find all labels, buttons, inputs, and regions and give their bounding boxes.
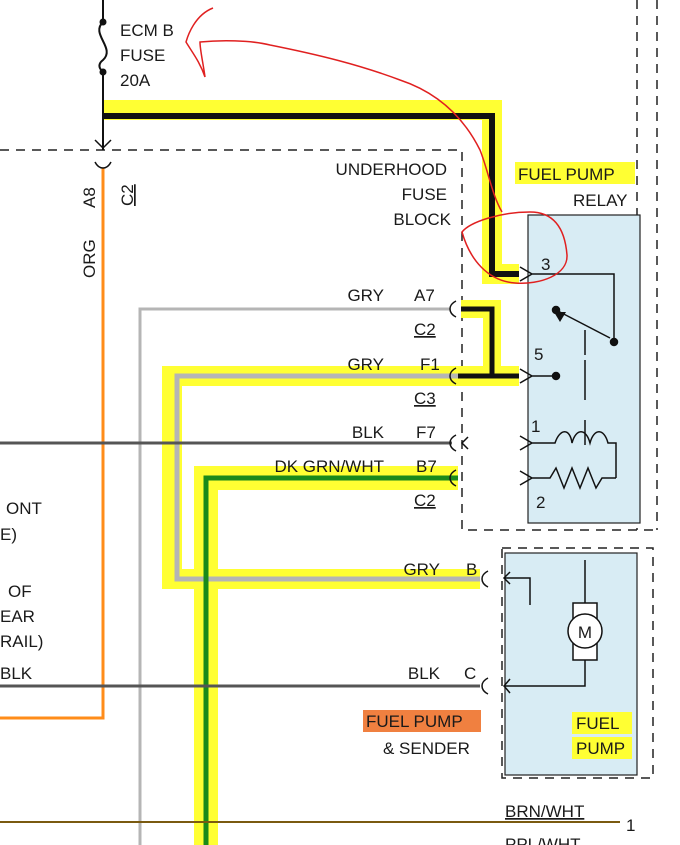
relay-pin-2: 2 xyxy=(536,493,545,512)
wire-f1-color: GRY xyxy=(347,355,384,374)
bottom-wire-brn-label: BRN/WHT xyxy=(505,802,584,821)
motor-symbol-label: M xyxy=(578,623,592,642)
wire-a7-conn: C2 xyxy=(414,320,436,339)
sender-label-line1: FUEL PUMP xyxy=(366,712,463,731)
motor-icon xyxy=(567,602,603,661)
relay-pin-5: 5 xyxy=(534,345,543,364)
orange-wire-label: ORG xyxy=(80,239,99,278)
relay-subtitle: RELAY xyxy=(573,191,628,210)
wire-a7-pin: A7 xyxy=(414,286,435,305)
pump-wire-b-color: GRY xyxy=(403,560,440,579)
relay-arrowhead xyxy=(554,312,566,322)
relay-title: FUEL PUMP xyxy=(518,165,615,184)
left-partial-3: OF xyxy=(8,582,32,601)
left-partial-4: EAR xyxy=(0,607,35,626)
underhood-label-line1: UNDERHOOD xyxy=(336,160,447,179)
wire-f7-pin: F7 xyxy=(416,423,436,442)
red-annotation-scribble xyxy=(185,7,568,284)
underhood-label-line3: BLOCK xyxy=(393,210,451,229)
left-partial-1: ONT xyxy=(6,499,42,518)
pump-label-line1: FUEL xyxy=(576,714,619,733)
top-connector-symbol xyxy=(94,139,112,169)
wire-f7-color: BLK xyxy=(352,423,385,442)
left-partial-6: BLK xyxy=(0,664,33,683)
pump-assembly-boundary xyxy=(501,547,654,779)
sender-label-line2: & SENDER xyxy=(383,739,470,758)
relay-connector-symbols xyxy=(449,300,469,487)
pump-wire-b-pin: B xyxy=(466,560,477,579)
pump-label-line2: PUMP xyxy=(576,739,625,758)
pump-wire-c-color: BLK xyxy=(408,664,441,683)
wire-b7-conn: C2 xyxy=(414,491,436,510)
left-partial-2: E) xyxy=(0,525,17,544)
fuse-label: FUSE xyxy=(120,46,165,65)
left-partial-5: RAIL) xyxy=(0,632,43,651)
fuse-symbol xyxy=(98,18,108,76)
wire-a7-color: GRY xyxy=(347,286,384,305)
pump-wire-c-pin: C xyxy=(464,664,476,683)
fuse-rating: 20A xyxy=(120,71,151,90)
wire-f1-conn: C3 xyxy=(414,389,436,408)
pump-connector-symbols xyxy=(481,560,586,695)
top-conn-label: C2 xyxy=(118,184,137,206)
fuse-name: ECM B xyxy=(120,21,174,40)
relay-pin-3: 3 xyxy=(541,255,550,274)
wire-b7-color: DK GRN/WHT xyxy=(274,457,384,476)
top-pin-label: A8 xyxy=(80,187,99,208)
wires xyxy=(0,0,620,845)
bottom-wire-ppl-label: PPL/WHT xyxy=(505,835,581,845)
wire-f1-pin: F1 xyxy=(420,355,440,374)
relay-pin-1: 1 xyxy=(531,417,540,436)
relay-internals xyxy=(519,266,619,491)
wire-b7-pin: B7 xyxy=(416,457,437,476)
relay-box xyxy=(527,214,641,524)
bottom-wire-brn-pin: 1 xyxy=(626,816,635,835)
underhood-label-line2: FUSE xyxy=(402,185,447,204)
